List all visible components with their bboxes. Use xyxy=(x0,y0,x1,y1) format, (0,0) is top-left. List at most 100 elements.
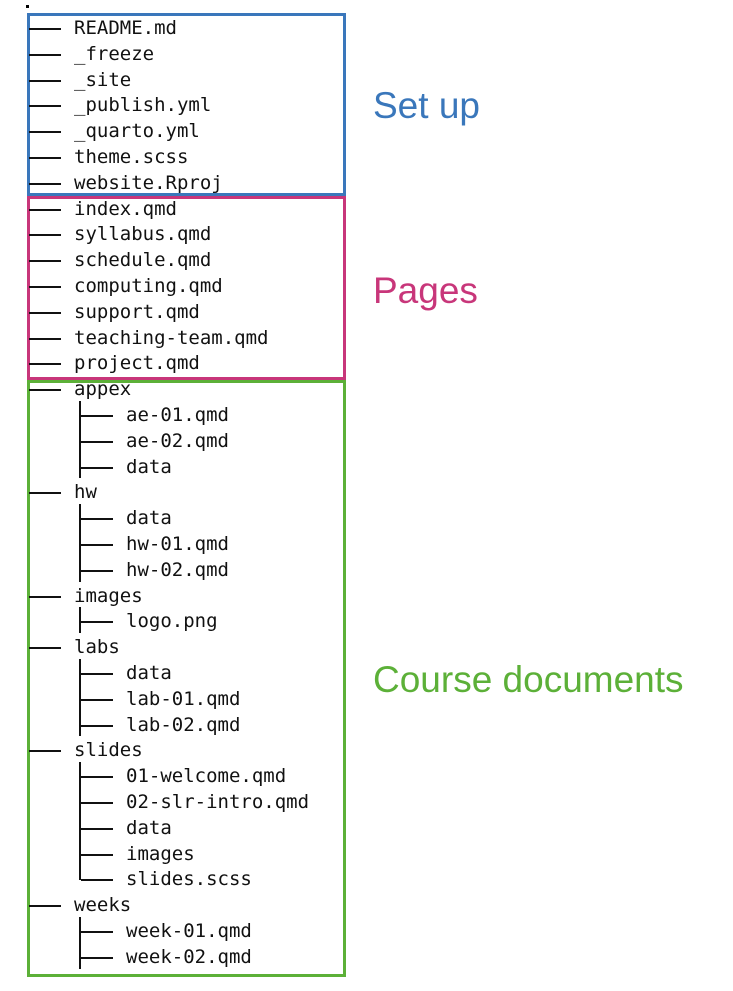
tree-entry: theme.scss xyxy=(0,145,340,171)
tree-branch-line xyxy=(29,234,61,237)
tree-child-entry: week-02.qmd xyxy=(0,945,340,971)
tree-entry: teaching-team.qmd xyxy=(0,326,340,352)
course-documents-group-box xyxy=(27,380,346,977)
tree-branch-line xyxy=(29,595,61,598)
tree-entry-name: theme.scss xyxy=(74,146,189,168)
tree-branch-line xyxy=(81,802,113,804)
tree-branch-line xyxy=(81,415,113,417)
tree-entry-name: teaching-team.qmd xyxy=(74,326,269,349)
tree-branch-line xyxy=(29,131,61,134)
tree-branch-line xyxy=(29,905,61,908)
tree-entry: _quarto.yml xyxy=(0,119,340,145)
tree-child-entry: ae-02.qmd xyxy=(0,429,340,455)
tree-entry: README.md xyxy=(0,16,340,42)
tree-child-entry: data xyxy=(0,816,340,842)
tree-branch-line xyxy=(81,956,113,959)
tree-entry-name: index.qmd xyxy=(74,197,177,220)
tree-entry-name: slides.scss xyxy=(126,868,252,891)
tree-entry-name: data xyxy=(126,816,172,839)
root-directory-dot xyxy=(26,5,29,8)
tree-entry-name: hw xyxy=(74,481,97,504)
setup-group-box xyxy=(27,13,346,196)
tree-child-entry: data xyxy=(0,661,340,687)
tree-entry-name: README.md xyxy=(74,17,177,39)
tree-branch-line xyxy=(29,260,61,263)
tree-entry-name: data xyxy=(126,455,172,478)
tree-branch-line xyxy=(81,569,113,572)
tree-branch-line xyxy=(29,286,61,288)
tree-entry-name: week-01.qmd xyxy=(126,920,252,942)
tree-entry-name: ae-02.qmd xyxy=(126,429,229,452)
tree-branch-line xyxy=(29,337,61,340)
tree-branch-line xyxy=(81,931,113,933)
setup-group-label: Set up xyxy=(373,85,480,126)
tree-branch-line xyxy=(29,53,61,56)
tree-entry: support.qmd xyxy=(0,300,340,326)
tree-branch-line xyxy=(81,466,113,469)
course-documents-group-label: Course documents xyxy=(373,659,684,700)
tree-branch-line xyxy=(29,28,61,30)
tree-entry-name: 02-slr-intro.qmd xyxy=(126,791,310,813)
tree-branch-line xyxy=(29,492,61,495)
tree-branch-line xyxy=(29,750,61,753)
tree-entry-name: appex xyxy=(74,378,132,401)
tree-entry-name: _site xyxy=(74,68,132,91)
tree-child-entry: 02-slr-intro.qmd xyxy=(0,790,340,816)
tree-entry-name: labs xyxy=(74,636,120,659)
tree-entry-name: lab-01.qmd xyxy=(126,687,241,710)
tree-entry: project.qmd xyxy=(0,351,340,377)
tree-child-entry: data xyxy=(0,455,340,481)
tree-branch-line xyxy=(81,440,113,443)
tree-branch-line xyxy=(81,724,113,727)
tree-branch-line xyxy=(29,157,61,159)
tree-vertical-connector xyxy=(79,917,81,969)
tree-branch-line xyxy=(81,673,113,675)
tree-child-entry: hw-01.qmd xyxy=(0,532,340,558)
tree-entry-name: images xyxy=(126,842,195,865)
tree-entry-name: computing.qmd xyxy=(74,275,223,297)
tree-branch-line xyxy=(29,363,61,366)
tree-branch-line xyxy=(81,827,113,830)
tree-branch-line xyxy=(29,311,61,314)
tree-child-entry: lab-02.qmd xyxy=(0,713,340,739)
tree-entry-name: slides xyxy=(74,739,143,762)
tree-entry: _publish.yml xyxy=(0,93,340,119)
tree-branch-line xyxy=(29,647,61,650)
tree-branch-line xyxy=(29,208,61,211)
pages-group-label: Pages xyxy=(373,270,478,311)
tree-branch-line xyxy=(81,544,113,546)
tree-entry-name: _freeze xyxy=(74,42,155,65)
tree-child-entry: 01-welcome.qmd xyxy=(0,764,340,790)
tree-branch-line xyxy=(29,105,61,108)
tree-branch-line xyxy=(81,853,113,856)
tree-vertical-connector xyxy=(79,401,81,479)
tree-entry: syllabus.qmd xyxy=(0,222,340,248)
tree-child-entry: slides.scss xyxy=(0,867,340,893)
tree-entry-name: weeks xyxy=(74,894,132,917)
tree-vertical-connector xyxy=(79,504,81,582)
tree-entry: hw xyxy=(0,480,340,506)
pages-group-box xyxy=(27,196,346,380)
tree-entry-name: schedule.qmd xyxy=(74,249,212,272)
tree-entry-name: syllabus.qmd xyxy=(74,223,212,246)
tree-entry: appex xyxy=(0,377,340,403)
tree-entry-name: 01-welcome.qmd xyxy=(126,765,287,788)
tree-entry-name: website.Rproj xyxy=(74,171,223,194)
tree-vertical-connector xyxy=(79,659,81,737)
tree-entry: _site xyxy=(0,68,340,94)
tree-entry: website.Rproj xyxy=(0,171,340,197)
tree-child-entry: data xyxy=(0,506,340,532)
tree-child-entry: week-01.qmd xyxy=(0,919,340,945)
tree-entry-name: week-02.qmd xyxy=(126,945,252,968)
tree-branch-line xyxy=(81,698,113,701)
tree-entry-name: support.qmd xyxy=(74,300,200,323)
tree-entry-name: ae-01.qmd xyxy=(126,404,229,426)
tree-branch-line xyxy=(81,776,113,779)
tree-entry: images xyxy=(0,584,340,610)
tree-branch-line xyxy=(81,621,113,624)
tree-entry: schedule.qmd xyxy=(0,248,340,274)
tree-entry-name: images xyxy=(74,584,143,607)
tree-vertical-connector xyxy=(79,762,81,881)
tree-branch-line xyxy=(81,879,113,882)
tree-entry-name: _quarto.yml xyxy=(74,120,200,143)
